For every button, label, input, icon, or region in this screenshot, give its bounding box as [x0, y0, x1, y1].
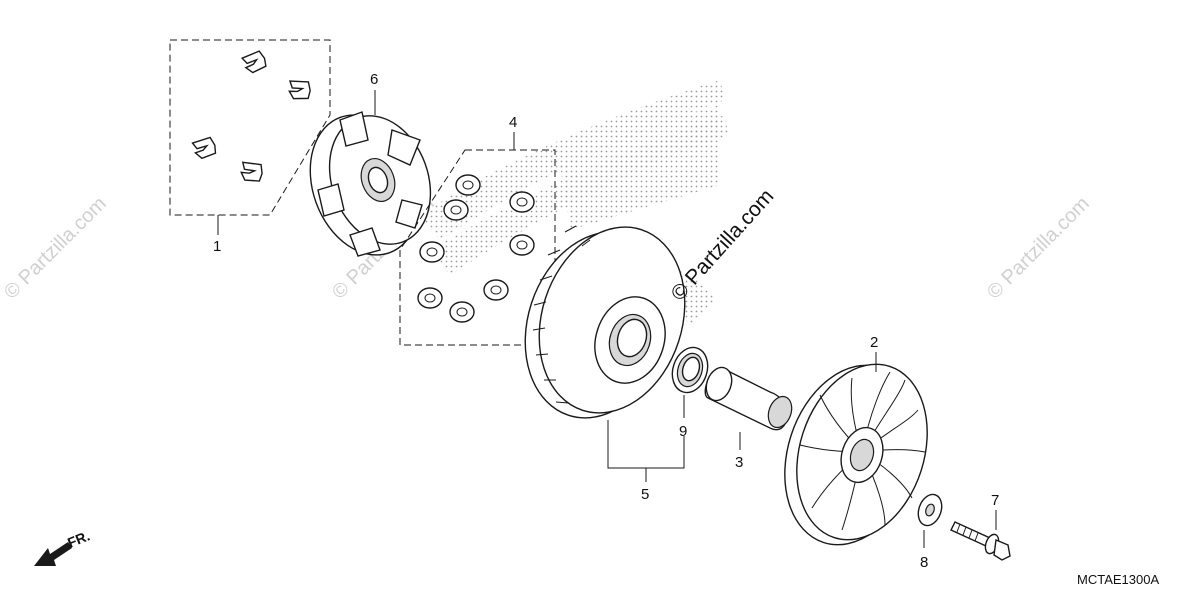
front-direction-arrow-icon: FR.	[34, 527, 92, 566]
watermark-faint-right: © Partzilla.com	[983, 193, 1094, 304]
callout-6: 6	[370, 71, 378, 88]
watermark-faint-left: © Partzilla.com	[0, 193, 111, 304]
watermark-main: © Partzilla.com	[667, 185, 779, 306]
callout-8: 8	[920, 554, 928, 571]
callout-9: 9	[679, 423, 687, 440]
slide-piece-icon	[240, 161, 263, 182]
callout-2: 2	[870, 334, 878, 351]
drive-face-fan: 2	[784, 334, 928, 546]
callout-5: 5	[641, 486, 649, 503]
flange-bolt: 7	[950, 492, 1011, 561]
slide-piece-icon	[191, 136, 217, 160]
slide-piece-icon	[240, 50, 267, 74]
diagram-code: MCTAE1300A	[1077, 572, 1159, 587]
roller-icon	[509, 234, 535, 256]
oil-seal: 9	[671, 346, 709, 440]
ramp-plate: 6	[309, 71, 432, 257]
roller-icon	[419, 241, 445, 263]
roller-icon	[443, 199, 469, 221]
callout-7: 7	[991, 492, 999, 509]
direction-label: FR.	[65, 527, 92, 550]
roller-icon	[483, 279, 509, 301]
callout-1: 1	[213, 238, 221, 255]
roller-icon	[417, 287, 443, 309]
slide-piece-icon	[288, 80, 311, 100]
movable-drive-face: 5	[524, 225, 686, 503]
callout-4: 4	[509, 114, 517, 131]
roller-weight-group: 4	[399, 114, 556, 346]
roller-icon	[509, 191, 535, 213]
callout-3: 3	[735, 454, 743, 471]
roller-icon	[449, 301, 475, 323]
slide-piece-group: 1	[169, 39, 331, 255]
face-collar: 3	[704, 366, 793, 471]
roller-icon	[455, 174, 481, 196]
washer: 8	[917, 493, 943, 571]
